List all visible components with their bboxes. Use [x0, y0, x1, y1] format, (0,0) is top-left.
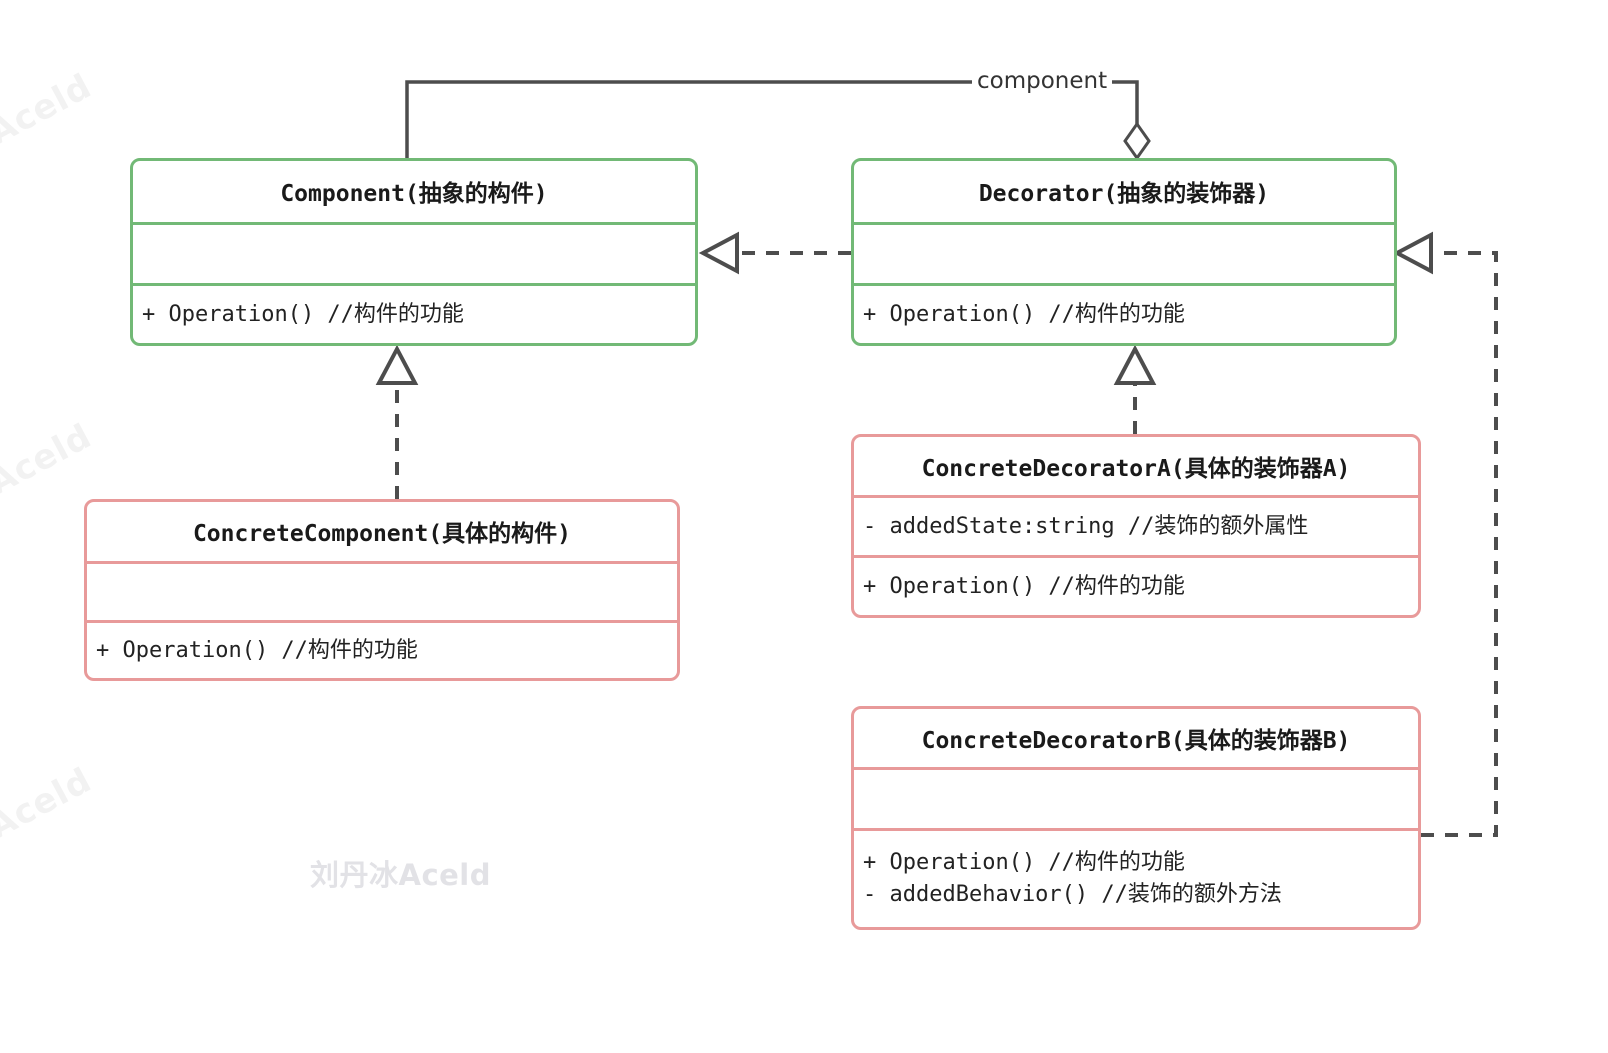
class-operation-line: + Operation() //构件的功能 [863, 301, 1185, 327]
class-operation-line: + Operation() //构件的功能 [142, 301, 464, 327]
watermark-corner-middle: Aceld [0, 416, 99, 504]
class-operations-decorator: + Operation() //构件的功能 [854, 282, 1394, 343]
class-box-concrete-decorator-b[interactable]: ConcreteDecoratorB(具体的装饰器B) + Operation(… [851, 706, 1421, 930]
class-attributes-concrete-decorator-a: - addedState:string //装饰的额外属性 [854, 494, 1418, 555]
realization-decorator-to-component [698, 231, 851, 275]
class-operations-component: + Operation() //构件的功能 [133, 282, 695, 343]
class-title-decorator: Decorator(抽象的装饰器) [978, 181, 1270, 208]
class-title-component: Component(抽象的构件) [280, 181, 548, 208]
class-box-concrete-decorator-a[interactable]: ConcreteDecoratorA(具体的装饰器A) - addedState… [851, 434, 1421, 618]
realization-concretecomponent-to-component [375, 344, 419, 499]
realization-triangle-icon [698, 231, 739, 275]
class-attributes-decorator [854, 221, 1394, 283]
class-title-concrete-decorator-b: ConcreteDecoratorB(具体的装饰器B) [921, 728, 1351, 755]
realization-triangle-icon [1392, 231, 1433, 275]
class-operation-line: + Operation() //构件的功能 [863, 573, 1185, 599]
realization-triangle-icon [375, 344, 419, 385]
class-box-component[interactable]: Component(抽象的构件) + Operation() //构件的功能 [130, 158, 698, 346]
watermark-corner-bottom: Aceld [0, 760, 99, 848]
class-title-concrete-decorator-a: ConcreteDecoratorA(具体的装饰器A) [921, 455, 1351, 482]
class-box-concrete-component[interactable]: ConcreteComponent(具体的构件) + Operation() /… [84, 499, 680, 681]
realization-concretedecoratora-to-decorator [1113, 344, 1157, 434]
class-operations-concrete-decorator-b: + Operation() //构件的功能 - addedBehavior() … [854, 827, 1418, 927]
class-attributes-concrete-decorator-b [854, 767, 1418, 827]
realization-triangle-icon [1113, 344, 1157, 385]
edge-label-component: component [972, 68, 1113, 94]
class-attributes-concrete-component [87, 560, 677, 620]
class-attributes-component [133, 221, 695, 283]
watermark-corner-top: Aceld [0, 66, 99, 154]
aggregation-diamond-icon [1123, 121, 1151, 161]
class-operations-concrete-component: + Operation() //构件的功能 [87, 619, 677, 678]
class-operation-line: + Operation() //构件的功能 [96, 637, 418, 663]
class-attribute-line: - addedState:string //装饰的额外属性 [863, 513, 1309, 539]
class-operations-concrete-decorator-a: + Operation() //构件的功能 [854, 555, 1418, 615]
watermark-center: 刘丹冰Aceld [310, 858, 492, 892]
class-operation-line: + Operation() //构件的功能 [863, 849, 1185, 875]
class-operation-line: - addedBehavior() //装饰的额外方法 [863, 881, 1282, 907]
class-title-concrete-component: ConcreteComponent(具体的构件) [192, 521, 572, 548]
class-box-decorator[interactable]: Decorator(抽象的装饰器) + Operation() //构件的功能 [851, 158, 1397, 346]
